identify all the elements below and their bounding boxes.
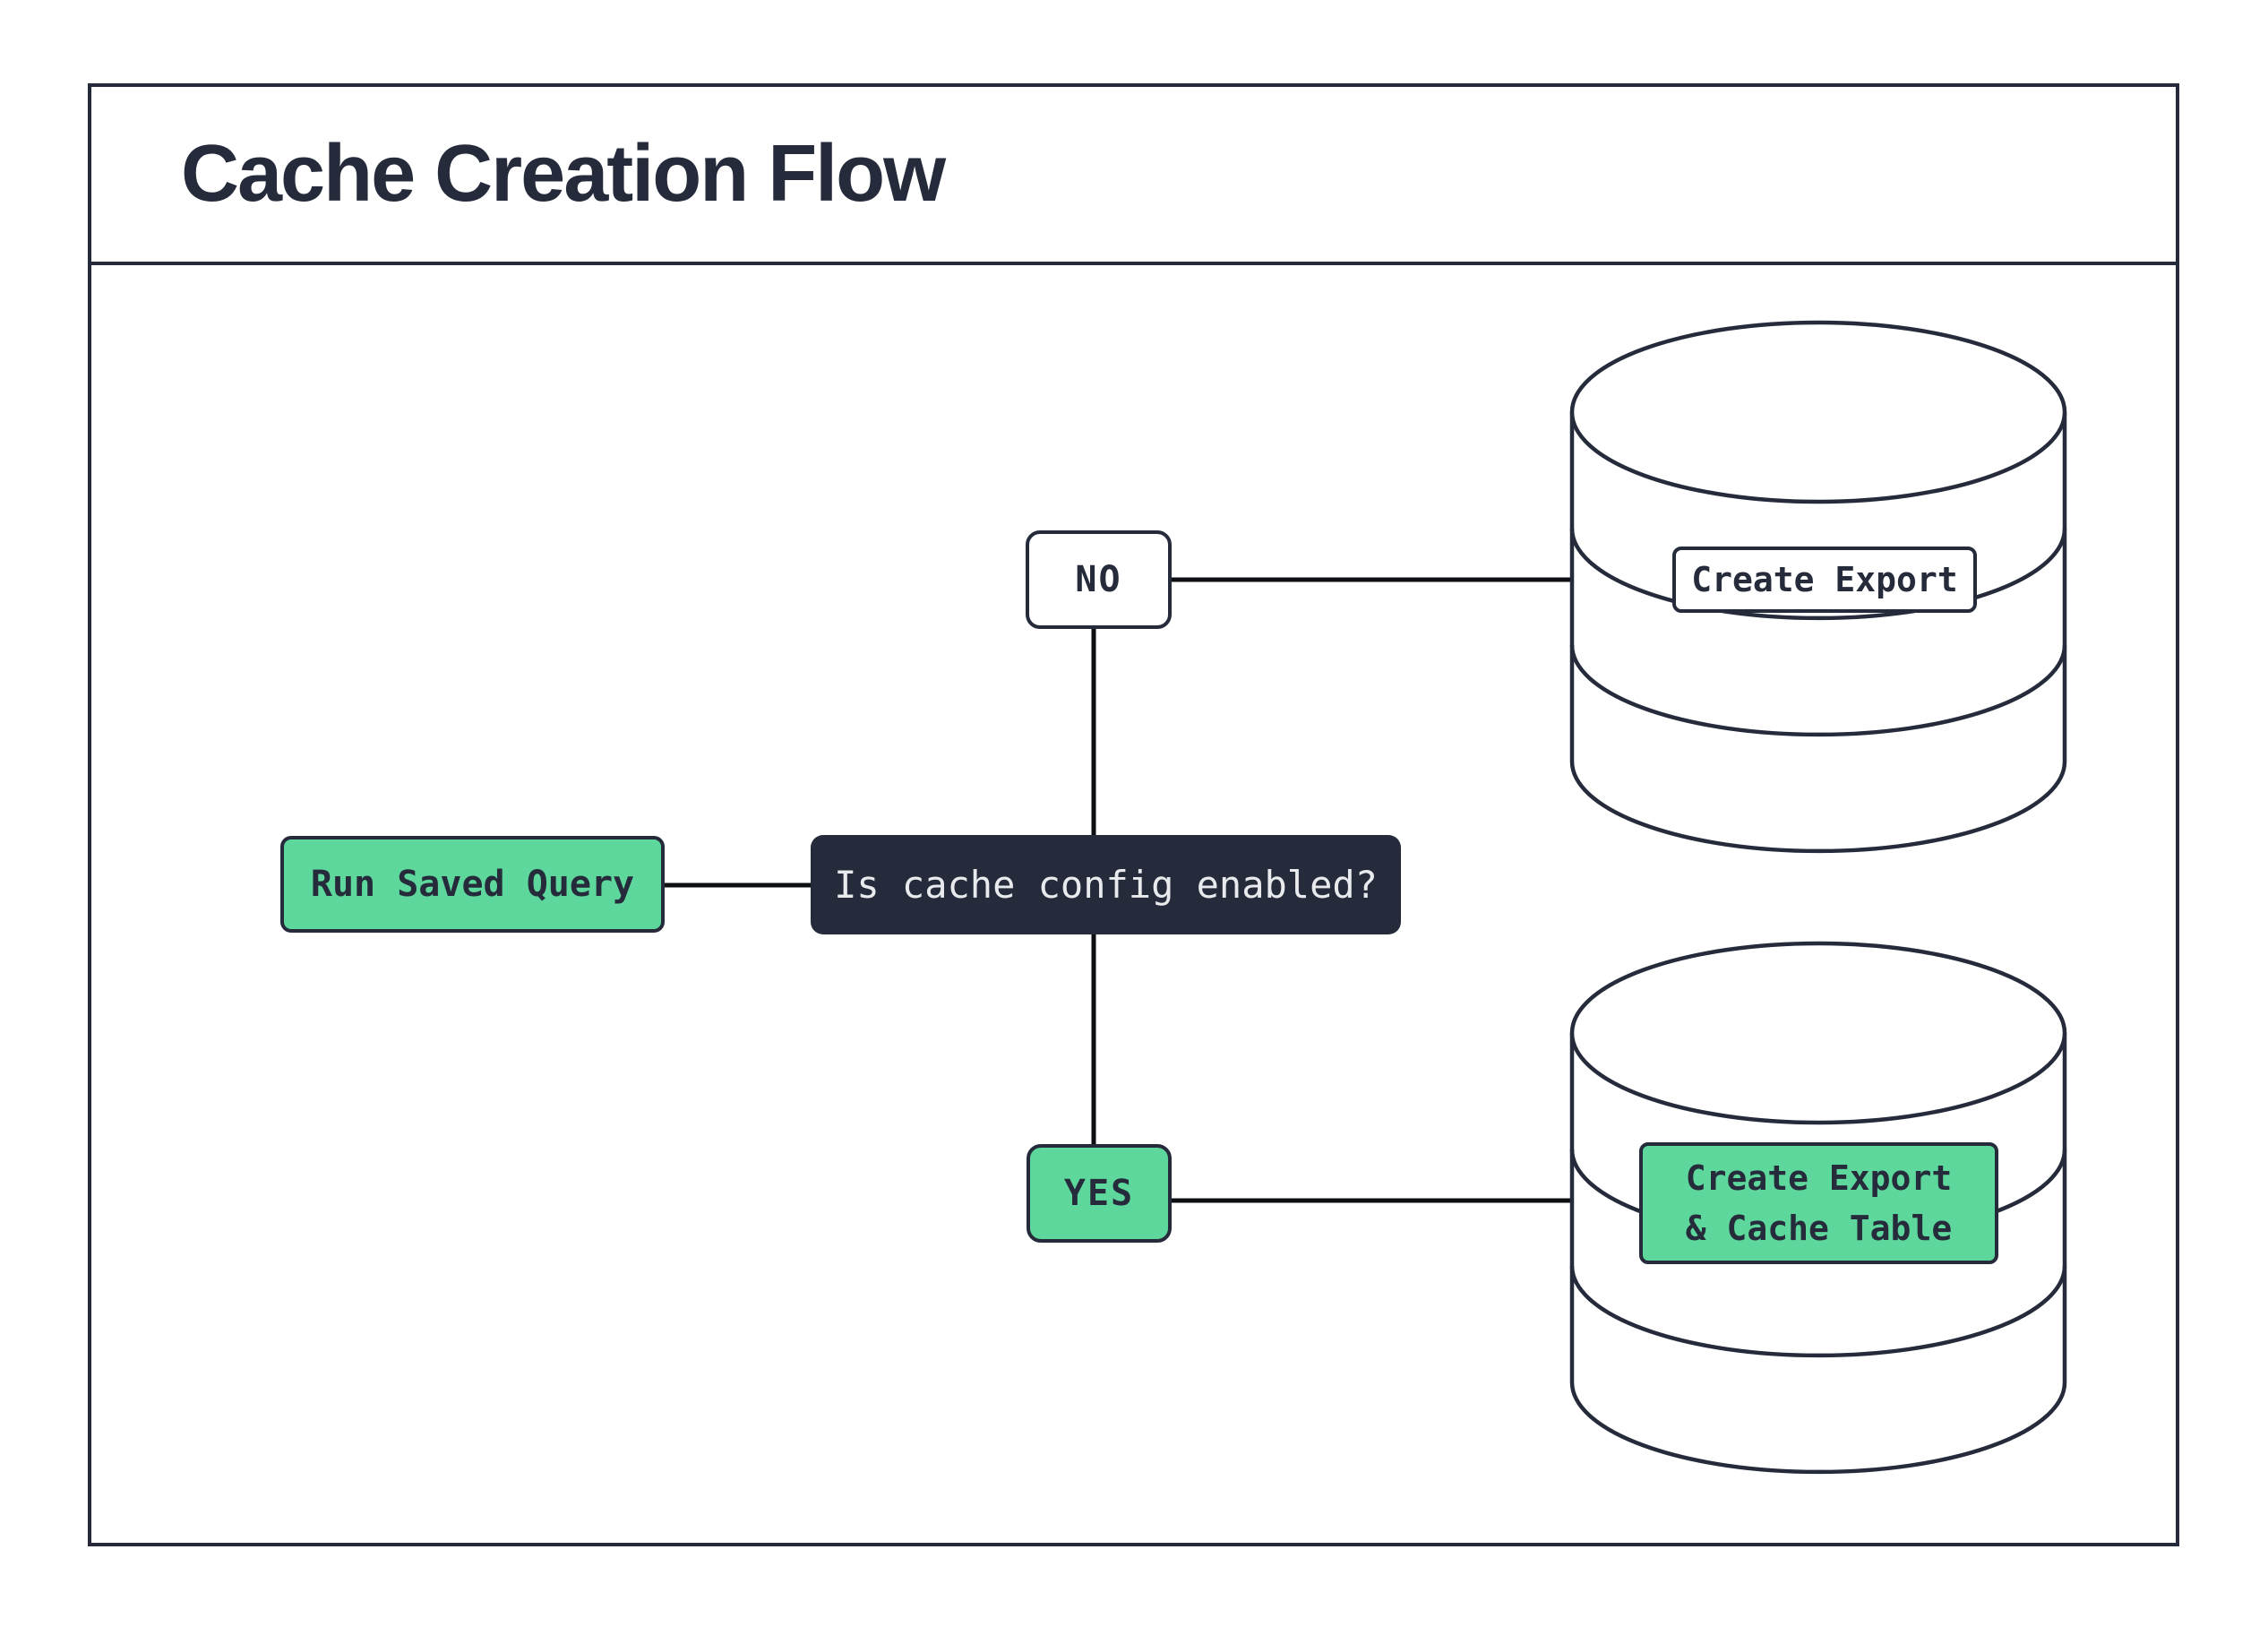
- cylinder-bottom: [1569, 761, 2067, 854]
- node-decision-cache-config: Is cache config enabled?: [811, 835, 1401, 934]
- connector-lines: [665, 577, 1572, 1203]
- node-branch-yes: YES: [1027, 1144, 1172, 1243]
- cylinder-bottom: [1569, 1382, 2067, 1475]
- node-label: YES: [1063, 1173, 1135, 1214]
- cylinder-top-ellipse: [1569, 320, 2067, 504]
- node-label: Run Saved Query: [310, 864, 635, 905]
- node-label: NO: [1075, 559, 1122, 600]
- cylinder-ring: [1569, 644, 2067, 737]
- node-branch-no: NO: [1026, 530, 1172, 629]
- cylinder-top-ellipse: [1569, 941, 2067, 1125]
- node-label-line2: & Cache Table: [1685, 1209, 1953, 1248]
- node-create-export-cache-table: Create Export & Cache Table: [1639, 1142, 1998, 1264]
- diagram-header: Cache Creation Flow: [91, 87, 2176, 265]
- diagram-frame: Cache Creation Flow: [88, 83, 2179, 1546]
- node-label-line1: Create Export: [1685, 1158, 1953, 1198]
- cylinder-ring: [1569, 528, 2067, 621]
- page-title: Cache Creation Flow: [181, 129, 946, 219]
- cylinder-body: [1572, 412, 2065, 851]
- node-label: Is cache config enabled?: [834, 863, 1378, 907]
- node-run-saved-query: Run Saved Query: [280, 836, 665, 933]
- database-cylinder-icon: [1569, 320, 2067, 854]
- node-create-export: Create Export: [1672, 547, 1977, 613]
- cylinder-ring: [1569, 1265, 2067, 1358]
- node-label: Create Export: [1691, 560, 1958, 599]
